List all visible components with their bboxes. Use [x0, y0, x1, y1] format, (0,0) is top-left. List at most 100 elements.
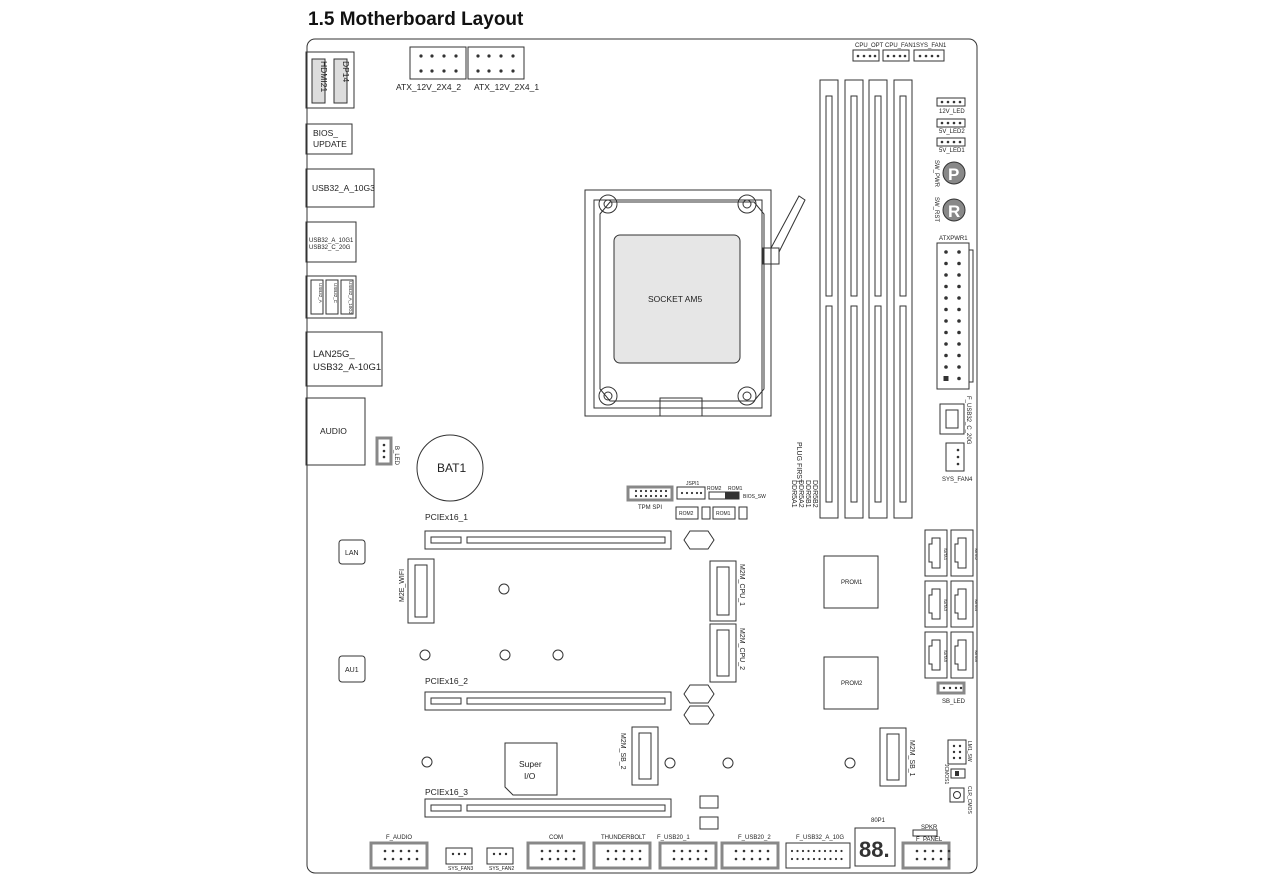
m2e-wifi-label: M2E_WIFI: [399, 569, 406, 602]
sata2-label: SATA2: [974, 548, 979, 561]
pin: [812, 857, 816, 861]
pin: [957, 273, 961, 277]
pin: [957, 284, 961, 289]
pin: [672, 857, 676, 861]
audio-port: [305, 397, 366, 466]
pin: [790, 857, 794, 861]
led-5v1-label: 5V_LED1: [939, 148, 965, 154]
pin: [944, 365, 948, 369]
pin: [383, 857, 387, 861]
f-usb20-2-label: F_USB20_2: [738, 835, 771, 841]
pin: [944, 353, 948, 358]
lm1-sw-label: LM1_SW: [966, 741, 972, 762]
pin: [823, 849, 827, 853]
atx-12v-2-label: ATX_12V_2X4_2: [396, 82, 461, 92]
pin: [840, 857, 843, 861]
pin: [391, 849, 395, 853]
cpu-socket: [584, 189, 806, 417]
pin: [807, 849, 810, 853]
pciex16-1-label: PCIEx16_1: [425, 512, 468, 522]
atx-12v-connectors: [409, 46, 525, 80]
tpm-rom-area: TPM SPI JSPI1 ROM2 ROM1 BIOS_SW ROM2 ROM…: [626, 481, 766, 520]
led-5v2-label: 5V_LED2: [939, 129, 965, 135]
thunderbolt-label: THUNDERBOLT: [601, 835, 646, 841]
pin: [688, 857, 692, 861]
pin: [680, 849, 684, 853]
pin: [750, 857, 754, 861]
pin: [944, 250, 948, 254]
pin: [957, 319, 961, 323]
sys-fan1-label: SYS_FAN1: [916, 43, 947, 49]
clr-cmos-label: CLR_CMOS: [966, 786, 972, 814]
pin: [944, 330, 948, 335]
pin: [630, 849, 634, 853]
rom2-chip-label: ROM2: [679, 511, 694, 517]
bottom-headers: F_AUDIO SYS_FAN3 SYS_FAN2 COM THUNDERBOL…: [369, 818, 951, 872]
pin: [957, 330, 961, 335]
sys-fan3-label: SYS_FAN3: [448, 866, 474, 872]
pin: [630, 857, 634, 861]
sys-fan3-header: [445, 847, 473, 865]
atx-12v-1-label: ATX_12V_2X4_1: [474, 82, 539, 92]
pin: [939, 857, 943, 861]
sata-ports: [924, 529, 974, 679]
pin: [944, 319, 948, 323]
spkr-header: [912, 829, 938, 837]
bios-update-button-box: [305, 123, 353, 155]
f-panel-label: F_PANEL: [916, 837, 943, 843]
pin: [606, 857, 610, 861]
pin: [680, 857, 684, 861]
pin: [944, 307, 948, 312]
standoff-holes: [419, 583, 856, 769]
usb-stack-label: USB32_A: [318, 283, 323, 303]
usb-stack-slot: [340, 279, 354, 315]
super-io-chip: [504, 742, 558, 796]
power-button: [942, 161, 966, 185]
pin: [407, 849, 411, 853]
pin: [944, 284, 948, 289]
top-fan-headers: CPU_OPT CPU_FAN1 SYS_FAN1: [852, 43, 947, 62]
pin: [957, 353, 961, 358]
prom2-label: PROM2: [841, 681, 863, 687]
pin: [766, 857, 770, 861]
board-outline: [306, 38, 978, 874]
pin: [614, 849, 618, 853]
cmos-battery: [416, 434, 484, 502]
f-usb20-1-header: [658, 841, 718, 870]
pin: [947, 857, 951, 861]
super-io-label-2: I/O: [524, 771, 536, 781]
b-led-header: [375, 436, 393, 466]
jspi1-label: JSPI1: [686, 481, 700, 487]
jcmos1-label: JCMOS1: [943, 764, 949, 785]
sata5-label: SATA5: [943, 650, 948, 663]
super-io-label-1: Super: [519, 759, 542, 769]
m2m-cpu-2-label: M2M_CPU_2: [738, 628, 745, 670]
pin: [407, 857, 411, 861]
usb-a-10g1-label: USB32_A_10G1: [309, 238, 354, 244]
bios-update-label-1: BIOS_: [313, 128, 338, 138]
pin: [943, 376, 949, 381]
prom1-label: PROM1: [841, 580, 863, 586]
pin: [944, 342, 948, 346]
pin: [915, 849, 919, 853]
usb-stack-label: USB32_C: [333, 283, 338, 304]
spkr-label: SPKR: [921, 825, 938, 831]
pin: [947, 849, 951, 853]
pin: [931, 849, 935, 853]
debug-led-display: [854, 827, 896, 867]
hdmi-port: [311, 58, 326, 104]
pin: [556, 849, 560, 853]
pin: [829, 857, 832, 861]
pin: [540, 849, 544, 853]
pin: [823, 857, 827, 861]
jcmos1-jumper: [950, 768, 966, 779]
pin: [606, 849, 610, 853]
pin: [818, 849, 821, 853]
pin: [540, 857, 544, 861]
usb-10g3-port: [305, 168, 375, 208]
bios-update-label-2: UPDATE: [313, 139, 347, 149]
pin: [734, 849, 738, 853]
ddr5b1-label: DDR5B1: [804, 480, 811, 508]
pin: [622, 857, 626, 861]
rom2-switch-label: ROM2: [707, 486, 722, 492]
